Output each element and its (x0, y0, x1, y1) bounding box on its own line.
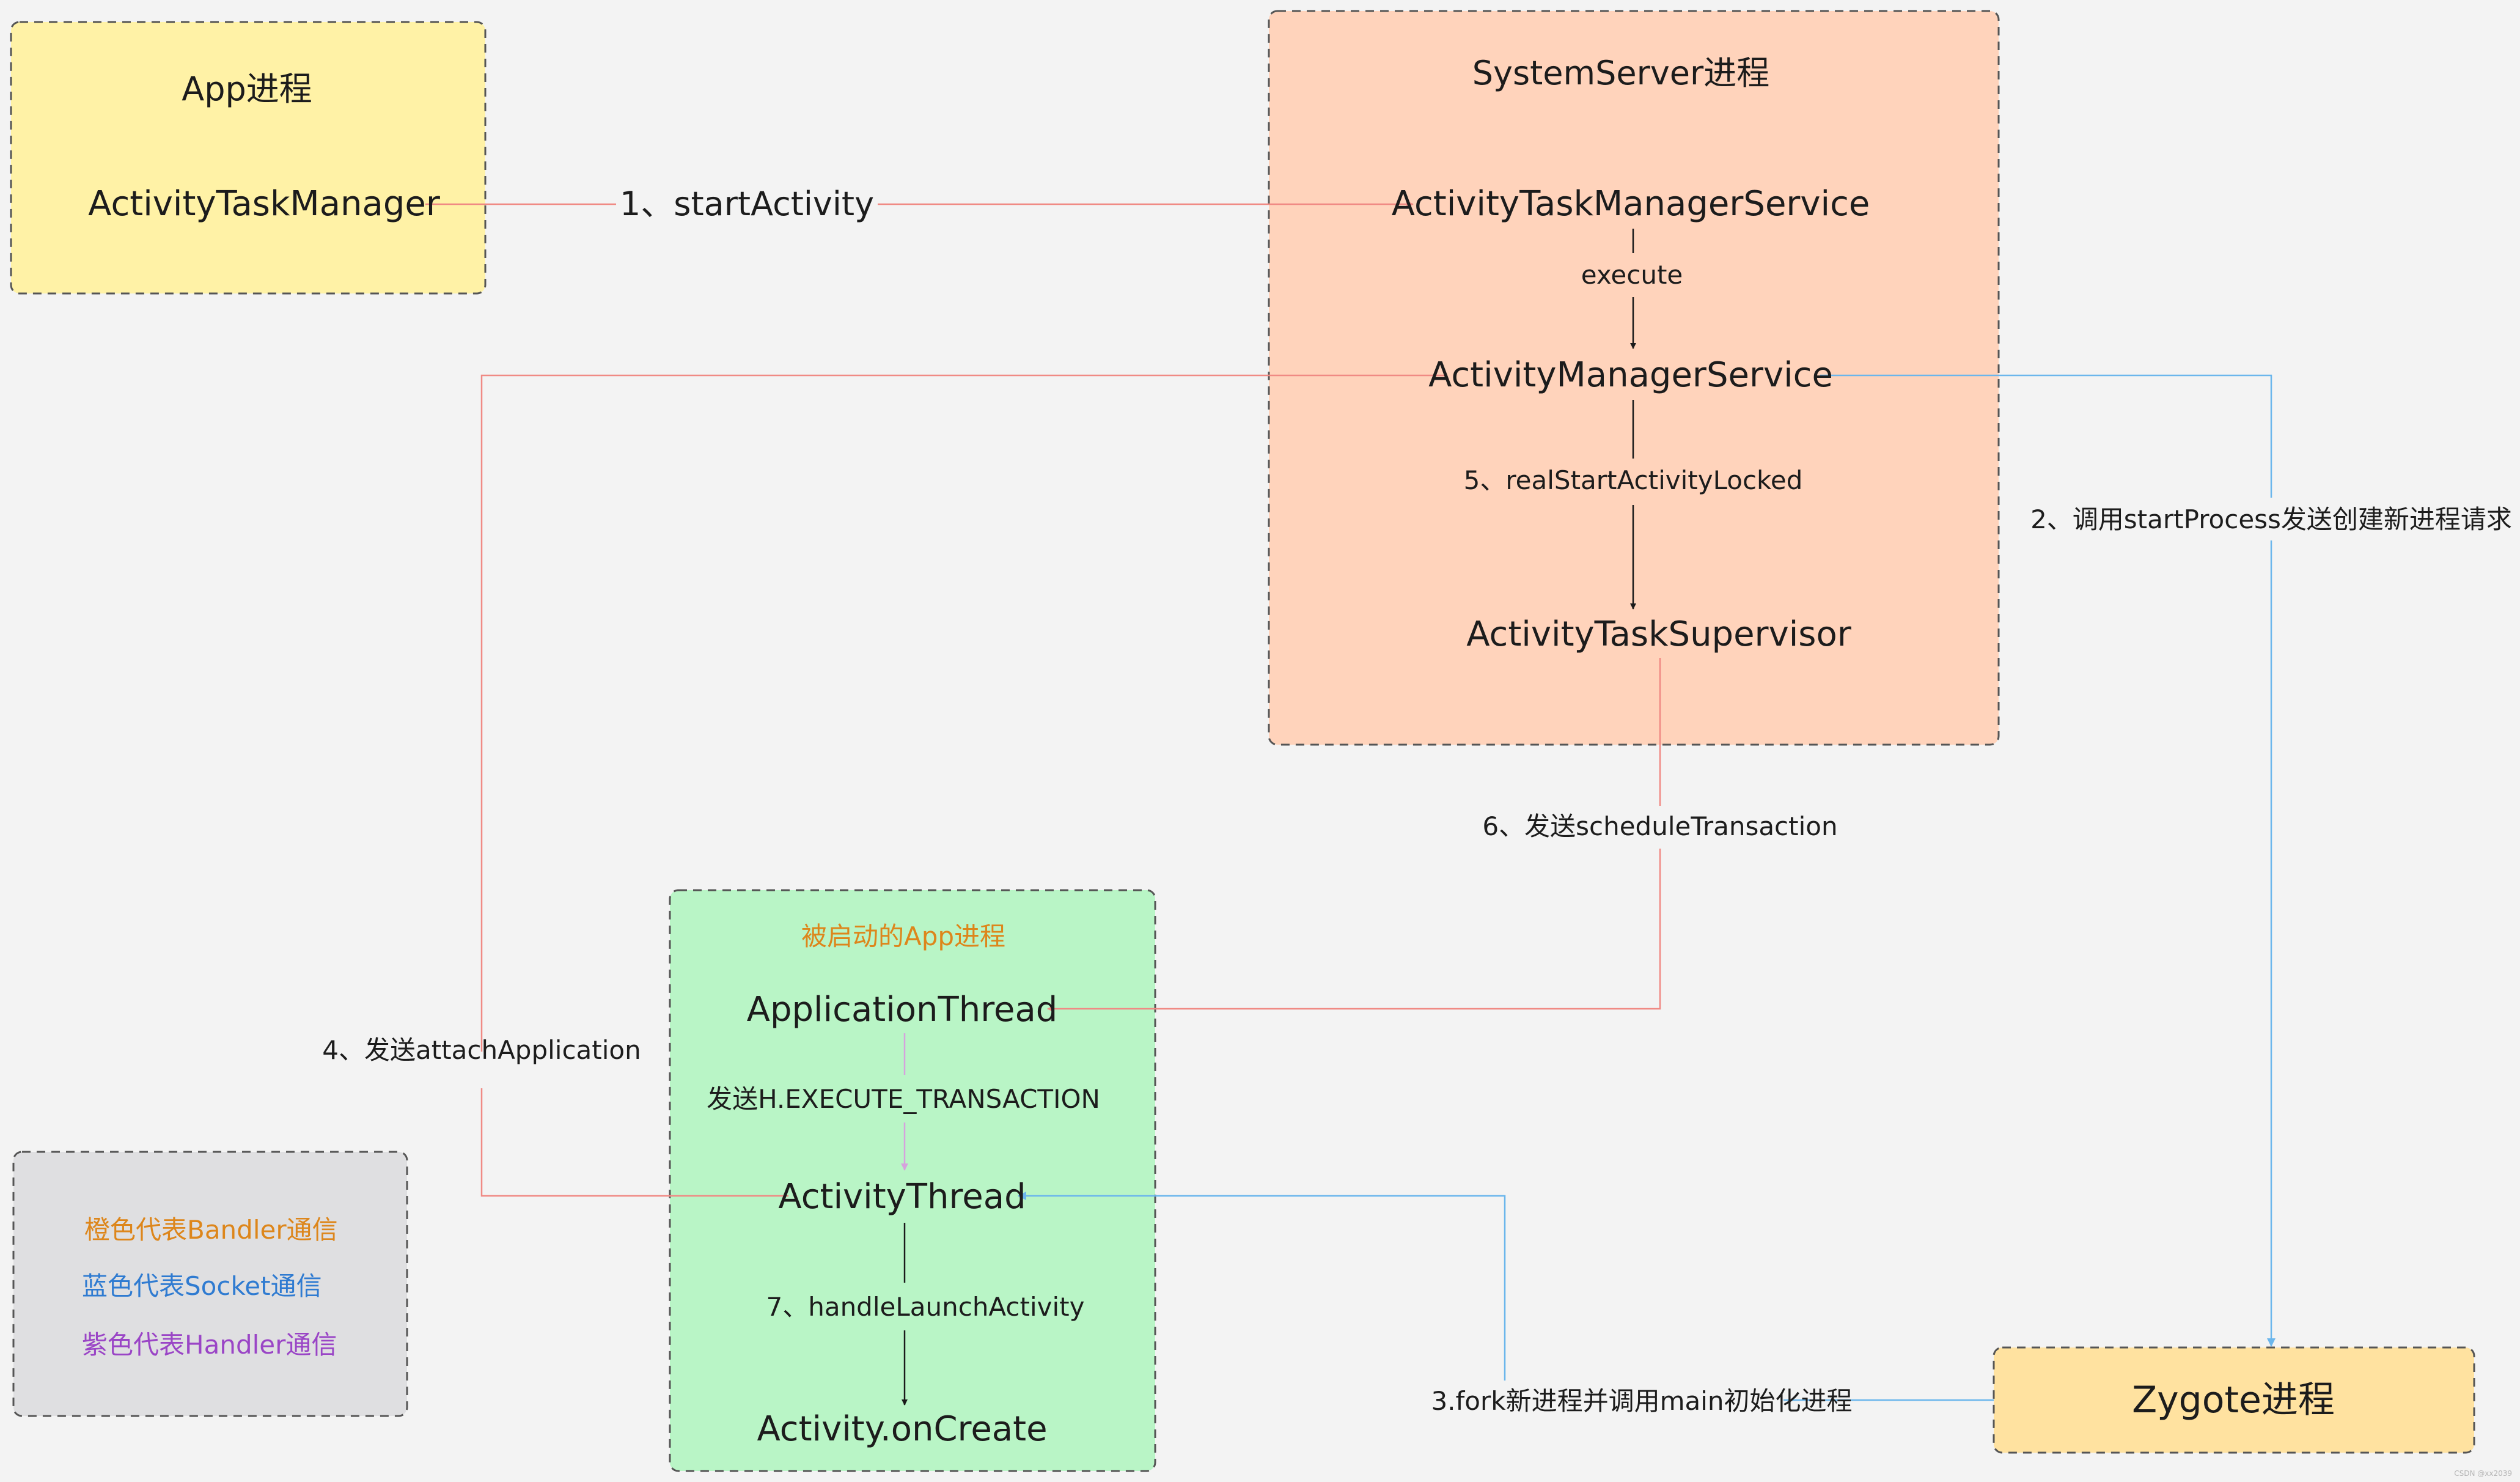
activity-task-manager-node: ActivityTaskManager (88, 184, 441, 224)
start-process-line-a (1820, 374, 2272, 498)
execute-transaction-label: 发送H.EXECUTE_TRANSACTION (707, 1084, 1100, 1114)
application-thread-node: ApplicationThread (747, 990, 1058, 1030)
legend-handler: 紫色代表Handler通信 (82, 1330, 337, 1360)
atms-node: ActivityTaskManagerService (1392, 184, 1870, 224)
execute-label: execute (1581, 260, 1683, 290)
start-process-label: 2、调用startProcess发送创建新进程请求 (2030, 504, 2512, 534)
app-process-box (10, 21, 487, 295)
legend-socket: 蓝色代表Socket通信 (82, 1271, 322, 1301)
activity-on-create-node: Activity.onCreate (757, 1409, 1047, 1449)
fork-label: 3.fork新进程并调用main初始化进程 (1431, 1386, 1852, 1416)
watermark: CSDN @xx2039 (2454, 1469, 2512, 1478)
attach-application-line (480, 374, 1447, 1052)
system-server-box (1268, 10, 2000, 746)
attach-application-line-b (480, 1088, 788, 1197)
activity-task-supervisor-node: ActivityTaskSupervisor (1466, 614, 1851, 654)
launched-app-title: 被启动的App进程 (801, 921, 1005, 951)
legend-box (12, 1151, 408, 1417)
fork-arrow (1018, 1192, 1506, 1381)
schedule-transaction-label: 6、发送scheduleTransaction (1482, 811, 1837, 841)
start-activity-label: 1、startActivity (620, 185, 874, 223)
app-process-title: App进程 (182, 70, 312, 108)
zygote-box (1993, 1346, 2475, 1454)
legend-binder: 橙色代表Bandler通信 (84, 1215, 338, 1245)
handle-launch-label: 7、handleLaunchActivity (766, 1292, 1084, 1322)
ams-node: ActivityManagerService (1428, 355, 1833, 395)
launched-app-box (669, 889, 1156, 1472)
system-server-title: SystemServer进程 (1472, 54, 1769, 92)
activity-thread-node: ActivityThread (778, 1177, 1026, 1217)
attach-application-label: 4、发送attachApplication (322, 1035, 641, 1065)
real-start-label: 5、realStartActivityLocked (1464, 465, 1803, 495)
zygote-title: Zygote进程 (2132, 1379, 2335, 1421)
schedule-transaction-arrow (1047, 849, 1661, 1012)
